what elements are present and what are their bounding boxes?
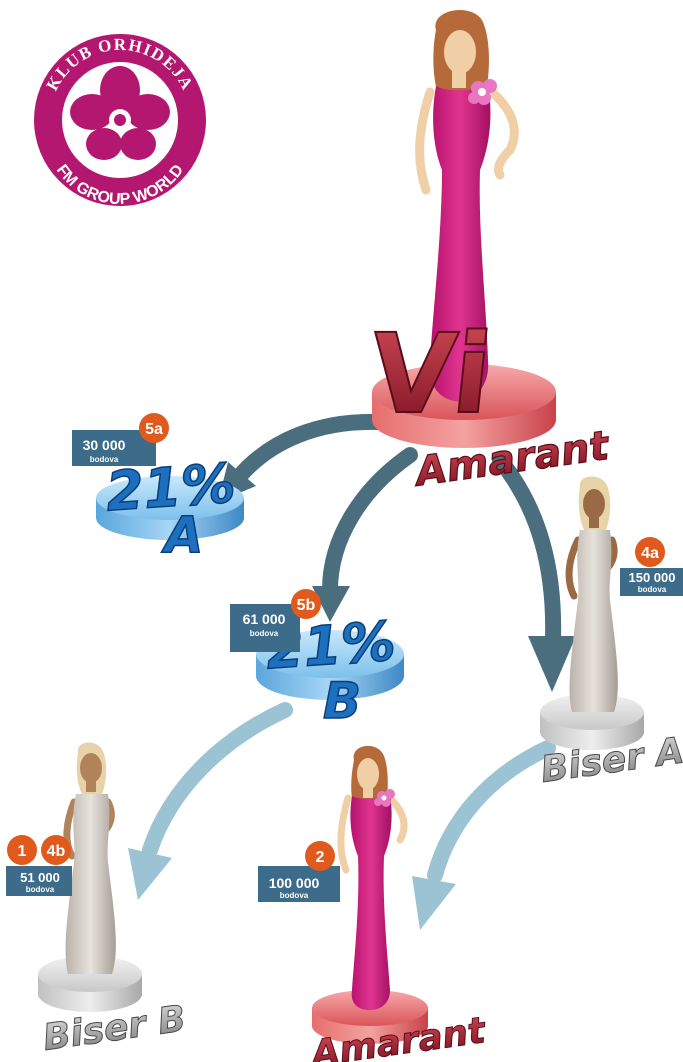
figure-amarant-bottom — [337, 745, 408, 1010]
arrow-to-biser-a — [492, 452, 562, 648]
biser-a-points: 150 000 — [629, 570, 676, 585]
orchid-icon — [70, 66, 170, 160]
biser-b-points: 51 000 — [20, 870, 60, 885]
arrow-to-bonus-a — [230, 413, 388, 486]
badge-4b: 4b — [41, 835, 71, 865]
bonus-a-letter: A — [161, 506, 204, 564]
flower-icon — [374, 789, 395, 807]
amarant-bottom-points-box: 100 000 bodova — [258, 866, 340, 902]
arrow-head-amarant-bottom — [412, 876, 456, 930]
badge-4a-label: 4a — [641, 545, 659, 562]
club-logo: KLUB ORHIDEJA FM GROUP WORLD — [34, 34, 206, 208]
biser-a-points-box: 150 000 bodova — [620, 568, 683, 596]
badge-1: 1 — [7, 835, 37, 865]
arrow-to-amarant-bottom — [427, 740, 556, 883]
you-label: Vi — [363, 311, 497, 439]
badge-2-label: 2 — [316, 849, 325, 866]
badge-5a-label: 5a — [145, 421, 163, 438]
badge-4a: 4a — [635, 537, 665, 567]
figure-you — [415, 9, 519, 402]
badge-4b-label: 4b — [47, 843, 66, 860]
arrow-to-bonus-b — [322, 447, 418, 598]
bonus-b-unit: bodova — [250, 629, 279, 638]
bonus-b-letter: B — [323, 672, 361, 730]
badge-1-label: 1 — [18, 843, 27, 860]
arrow-to-biser-b — [142, 702, 293, 858]
figure-biser-b — [63, 742, 116, 974]
bonus-a-unit: bodova — [90, 455, 119, 464]
amarant-bottom-unit: bodova — [280, 891, 309, 900]
biser-b-points-box: 51 000 bodova — [6, 866, 72, 896]
biser-a-unit: bodova — [638, 585, 667, 594]
badge-5b: 5b — [291, 589, 321, 619]
flower-icon — [468, 79, 497, 105]
badge-2: 2 — [305, 841, 335, 871]
badge-5b-label: 5b — [297, 597, 316, 614]
arrow-head-biser-b — [128, 848, 172, 900]
badge-5a: 5a — [139, 413, 169, 443]
biser-b-unit: bodova — [26, 885, 55, 894]
arrow-head-biser-a — [528, 636, 576, 692]
amarant-bottom-points: 100 000 — [269, 875, 320, 891]
figure-biser-a — [565, 476, 618, 712]
bonus-a-disc — [96, 476, 244, 540]
bonus-b-points-box: 61 000 bodova — [230, 604, 300, 652]
arrow-head-bonus-b — [312, 586, 350, 622]
bonus-a-points: 30 000 — [83, 437, 126, 453]
bonus-b-points: 61 000 — [243, 611, 286, 627]
